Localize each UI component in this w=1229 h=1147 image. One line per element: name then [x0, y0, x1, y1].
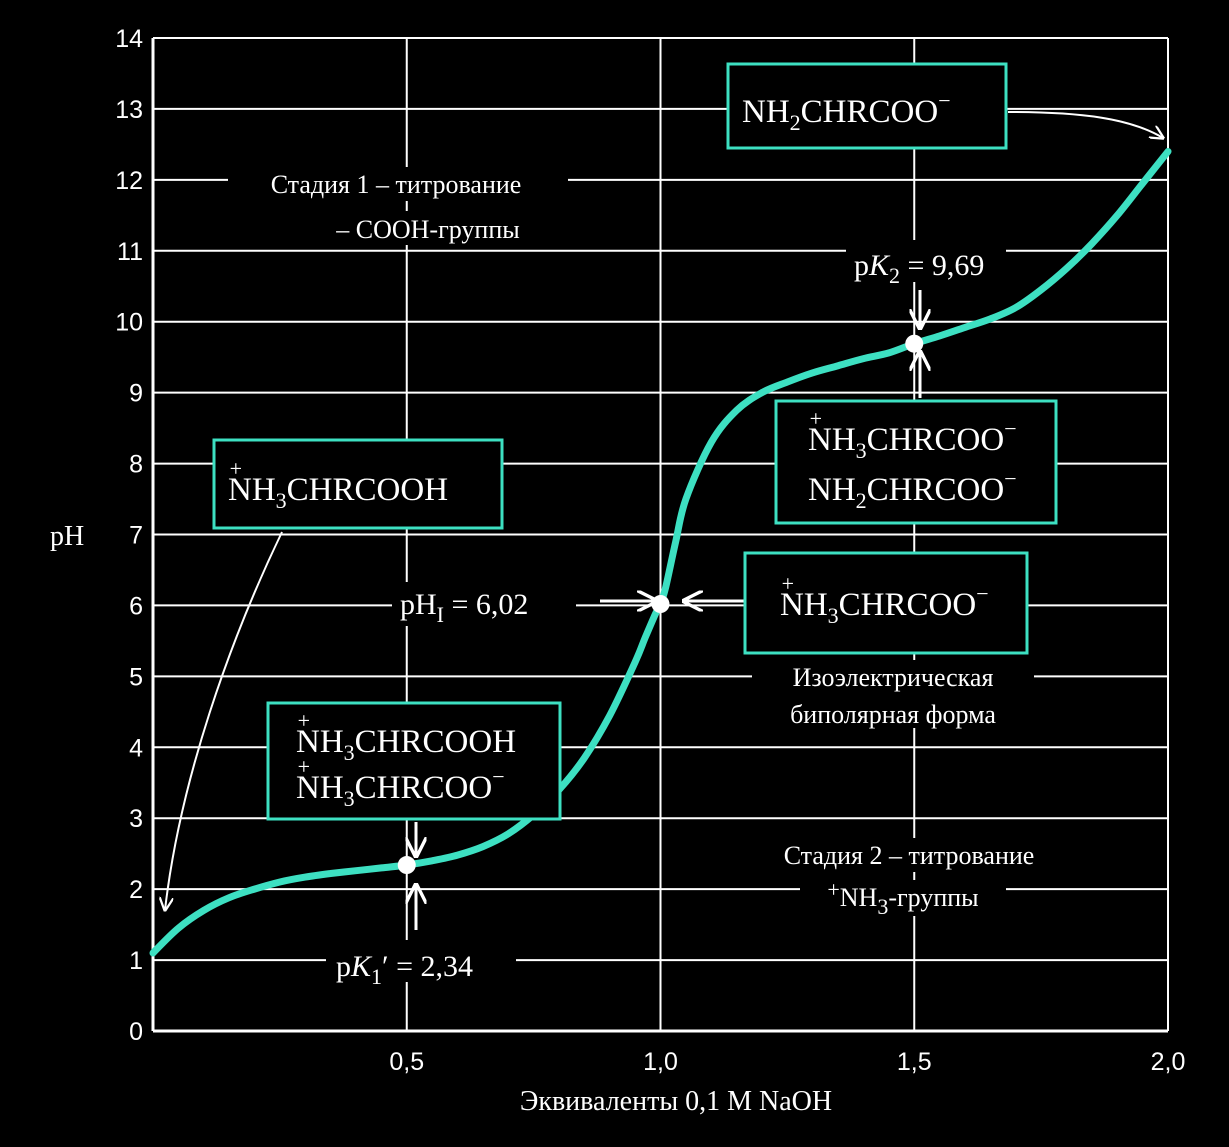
- species-nh2chrcoo: NH2CHRCOO−: [742, 88, 951, 135]
- species-nh3chrcoo-high: +NH3CHRCOO−: [808, 406, 1017, 463]
- x-tick-label: 0,5: [389, 1048, 424, 1076]
- pk2-label: pK2 = 9,69: [854, 249, 984, 288]
- key-point: [651, 595, 670, 614]
- isoelectric-label: Изоэлектрическая биполярная форма: [752, 660, 1034, 729]
- pk1-label: pK1′ = 2,34: [336, 950, 473, 989]
- species-nh3chrcooh-2: +NH3CHRCOOH: [296, 708, 516, 765]
- isoelectric-line2: биполярная форма: [790, 700, 996, 729]
- y-tick-label: 0: [129, 1018, 143, 1046]
- phi-annotation: pHI = 6,02: [392, 582, 745, 627]
- pk2-annotation: pK2 = 9,69: [846, 240, 1006, 398]
- species-box-mix-high: +NH3CHRCOO− NH2CHRCOO−: [774, 399, 1058, 525]
- x-tick-label: 1,0: [643, 1048, 678, 1076]
- key-point: [397, 856, 416, 875]
- isoelectric-line1: Изоэлектрическая: [793, 663, 994, 692]
- y-tick-label: 6: [129, 592, 143, 620]
- x-tick-labels: 0,5 1,0 1,5 2,0: [389, 1048, 1185, 1076]
- stage2-line2: +NH3-группы: [827, 877, 978, 919]
- x-axis-label: Эквиваленты 0,1 M NaOH: [520, 1086, 832, 1117]
- stage1-line1: Стадия 1 – титрование: [271, 170, 522, 199]
- y-tick-label: 9: [129, 380, 143, 408]
- y-tick-label: 14: [115, 25, 143, 53]
- stage1-label: Стадия 1 – титрование – COOH-группы: [228, 167, 568, 245]
- y-tick-label: 8: [129, 451, 143, 479]
- species-zwitterion: +NH3CHRCOO−: [780, 571, 989, 628]
- species-box-acid: +NH3CHRCOOH: [165, 438, 504, 910]
- stage2-line1: Стадия 2 – титрование: [784, 841, 1035, 870]
- y-tick-label: 13: [115, 96, 143, 124]
- species-box-deprotonated: NH2CHRCOO−: [726, 62, 1163, 150]
- x-tick-label: 2,0: [1151, 1048, 1186, 1076]
- y-tick-label: 10: [115, 309, 143, 337]
- species-nh3chrcoo-low: +NH3CHRCOO−: [296, 754, 505, 811]
- y-tick-label: 11: [117, 238, 143, 266]
- y-tick-label: 3: [129, 805, 143, 833]
- key-point: [905, 334, 924, 353]
- y-tick-label: 5: [129, 663, 143, 691]
- axes: [151, 38, 1168, 1033]
- species-box-mix-low: +NH3CHRCOOH +NH3CHRCOO−: [266, 701, 562, 821]
- phi-label: pHI = 6,02: [400, 588, 528, 627]
- stage1-line2: – COOH-группы: [335, 215, 519, 244]
- species-nh3chrcooh: +NH3CHRCOOH: [228, 456, 448, 513]
- y-tick-label: 7: [129, 522, 143, 550]
- species-box-zwitterion: +NH3CHRCOO−: [743, 551, 1029, 655]
- y-axis-label: pH: [50, 521, 84, 552]
- y-tick-label: 2: [129, 876, 143, 904]
- y-tick-label: 12: [115, 167, 143, 195]
- y-tick-label: 1: [129, 947, 143, 975]
- stage2-label: Стадия 2 – титрование +NH3-группы: [738, 838, 1080, 919]
- y-tick-label: 4: [129, 734, 143, 762]
- x-tick-label: 1,5: [897, 1048, 932, 1076]
- species-nh2chrcoo-high: NH2CHRCOO−: [808, 466, 1017, 513]
- pk1-annotation: pK1′ = 2,34: [326, 822, 516, 989]
